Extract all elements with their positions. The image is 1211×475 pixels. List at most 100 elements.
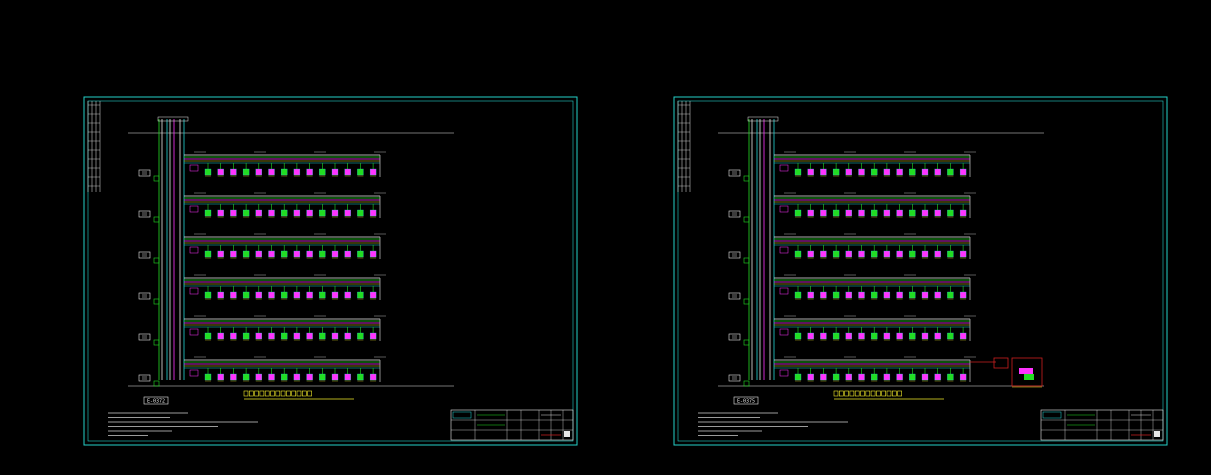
fixture-icon	[331, 204, 339, 218]
junction-box-icon	[153, 175, 160, 182]
fixture-icon	[794, 204, 802, 218]
fixture-icon	[794, 327, 802, 341]
drawing-sheet-right[interactable]: E-0375	[673, 96, 1168, 446]
main-riser-group	[748, 119, 775, 380]
floor-branch-row	[728, 233, 976, 264]
equipment-panel	[1011, 357, 1043, 387]
fixture-icon	[858, 245, 865, 259]
floor-branch-row	[138, 151, 386, 182]
floor-tag-icon	[728, 169, 741, 177]
fixture-icon	[845, 204, 852, 218]
floor-branch-row	[138, 192, 386, 223]
junction-box-icon	[153, 298, 160, 305]
riser-head-box	[157, 116, 189, 122]
fixture-icon	[959, 286, 967, 300]
fixture-icon	[242, 327, 250, 341]
fixture-icon	[794, 368, 802, 382]
fixture-icon	[369, 163, 377, 177]
drawing-title	[243, 390, 354, 400]
fixture-icon	[807, 245, 814, 259]
breaker-box-icon	[779, 205, 789, 213]
fixture-icon	[344, 368, 351, 382]
fixture-icon	[921, 245, 929, 259]
fixture-icon	[255, 286, 262, 300]
fixture-icon	[293, 327, 301, 341]
notes-block	[108, 412, 258, 436]
fixture-icon	[204, 163, 212, 177]
fixture-icon	[369, 245, 377, 259]
junction-box-icon	[153, 257, 160, 264]
fixture-icon	[883, 327, 891, 341]
fixture-icon	[807, 327, 814, 341]
fixture-icon	[230, 368, 237, 382]
fixture-icon	[306, 327, 313, 341]
main-riser-group	[158, 119, 185, 380]
junction-box-icon	[743, 380, 750, 387]
riser-head-box	[747, 116, 779, 122]
fixture-icon	[820, 245, 827, 259]
fixture-icon	[293, 368, 301, 382]
fixture-icon	[871, 286, 878, 300]
fixture-icon	[230, 327, 237, 341]
fixture-icon	[832, 245, 840, 259]
breaker-box-icon	[189, 164, 199, 172]
fixture-icon	[230, 245, 237, 259]
fixture-icon	[344, 327, 351, 341]
fixture-icon	[255, 368, 262, 382]
fixture-icon	[293, 163, 301, 177]
fixture-icon	[255, 163, 262, 177]
fixture-icon	[217, 368, 224, 382]
fixture-icon	[921, 286, 929, 300]
sheet-stamp-label: E-0375	[737, 399, 755, 405]
fixture-icon	[319, 286, 326, 300]
fixture-icon	[281, 327, 288, 341]
fixture-icon	[230, 204, 237, 218]
fixture-icon	[807, 204, 814, 218]
fixture-icon	[204, 204, 212, 218]
fixture-icon	[871, 245, 878, 259]
title-block	[1040, 409, 1164, 441]
junction-box-icon	[743, 298, 750, 305]
fixture-icon	[217, 327, 224, 341]
fixture-icon	[293, 286, 301, 300]
fixture-icon	[331, 368, 339, 382]
fixture-icon	[217, 286, 224, 300]
fixture-icon	[896, 163, 903, 177]
fixture-icon	[268, 327, 275, 341]
fixture-icon	[883, 286, 891, 300]
floor-branch-row	[728, 315, 976, 346]
fixture-icon	[794, 163, 802, 177]
fixture-icon	[845, 286, 852, 300]
junction-box-icon	[743, 175, 750, 182]
fixture-icon	[896, 204, 903, 218]
floor-tag-icon	[728, 251, 741, 259]
fixture-icon	[896, 368, 903, 382]
breaker-box-icon	[779, 164, 789, 172]
fixture-icon	[331, 327, 339, 341]
fixture-icon	[921, 327, 929, 341]
fixture-icon	[858, 204, 865, 218]
sheet-stamp	[143, 396, 169, 405]
fixture-icon	[921, 163, 929, 177]
fixture-icon	[858, 368, 865, 382]
fixture-icon	[306, 245, 313, 259]
fixture-icon	[204, 327, 212, 341]
fixture-icon	[959, 204, 967, 218]
fixture-icon	[807, 286, 814, 300]
fixture-icon	[344, 286, 351, 300]
sheet-border	[83, 96, 578, 446]
floor-tag-icon	[728, 333, 741, 341]
fixture-icon	[909, 368, 916, 382]
floor-tag-icon	[138, 210, 151, 218]
fixture-icon	[947, 327, 954, 341]
floor-branch-row	[138, 356, 386, 387]
fixture-icon	[242, 204, 250, 218]
drawing-sheet-left[interactable]: E-0372	[83, 96, 578, 446]
breaker-box-icon	[779, 369, 789, 377]
fixture-icon	[909, 286, 916, 300]
fixture-icon	[883, 368, 891, 382]
breaker-box-icon	[189, 369, 199, 377]
binding-strip	[677, 101, 691, 192]
floor-tag-icon	[138, 374, 151, 382]
fixture-icon	[858, 286, 865, 300]
